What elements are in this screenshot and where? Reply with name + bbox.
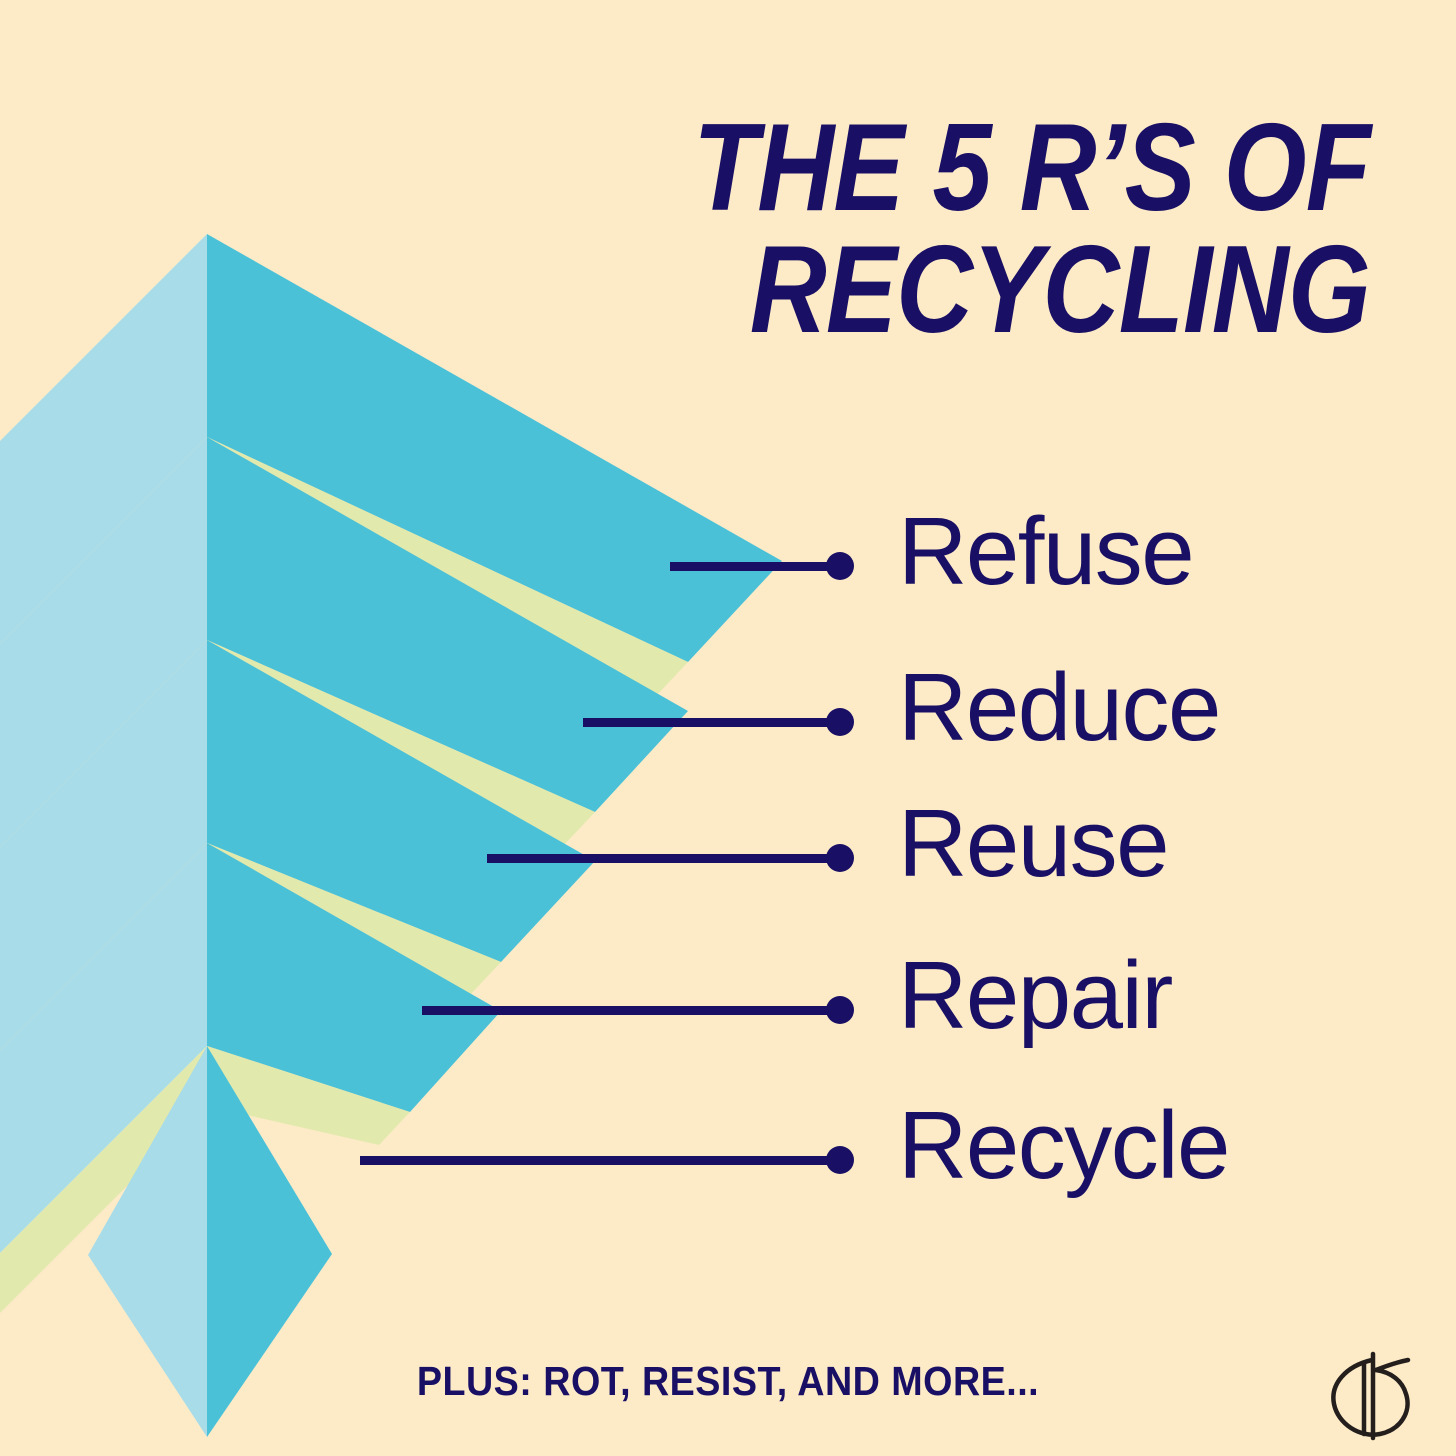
chevron-gap-1-right <box>207 437 688 695</box>
chevron-band-2-left <box>0 437 207 847</box>
chevron-gap-1-left <box>0 437 207 704</box>
monogram-logo-icon <box>1331 1351 1411 1441</box>
step-label-reuse: Reuse <box>898 790 1170 897</box>
chevron-band-1-left <box>0 234 207 644</box>
chevron-band-4-right <box>207 843 501 1112</box>
chevron-gap-3-left <box>0 843 207 1110</box>
title-line-1: THE 5 R’S OF <box>692 99 1371 237</box>
step-label-repair: Repair <box>898 942 1173 1049</box>
leader-dot-reduce <box>826 708 854 736</box>
leader-dot-repair <box>826 996 854 1024</box>
step-label-recycle: Recycle <box>898 1092 1230 1199</box>
chevron-gap-4-right <box>207 1046 410 1145</box>
leader-dot-refuse <box>826 552 854 580</box>
chevron-band-3-left <box>0 640 207 1050</box>
chevron-gap-3-right <box>207 843 501 995</box>
chevron-band-2-right <box>207 437 688 812</box>
title-line-2: RECYCLING <box>749 220 1371 359</box>
leader-line-recycle <box>360 1156 840 1165</box>
footer-caption: PLUS: ROT, RESIST, AND MORE... <box>416 1358 1040 1404</box>
leader-dot-reuse <box>826 844 854 872</box>
chevron-band-2 <box>0 437 688 907</box>
chevron-gap-2-right <box>207 640 595 845</box>
chevron-gap-2-left <box>0 640 207 907</box>
leader-line-reduce <box>583 718 840 727</box>
step-label-refuse: Refuse <box>898 498 1195 605</box>
step-label-reduce: Reduce <box>898 654 1221 761</box>
chevron-band-3 <box>0 640 595 1110</box>
leader-line-refuse <box>670 562 840 571</box>
leader-line-repair <box>422 1006 840 1015</box>
leader-line-reuse <box>487 854 840 863</box>
chevron-band-3-right <box>207 640 595 962</box>
leader-dot-recycle <box>826 1146 854 1174</box>
page-title: THE 5 R’S OF RECYCLING <box>380 99 1371 359</box>
